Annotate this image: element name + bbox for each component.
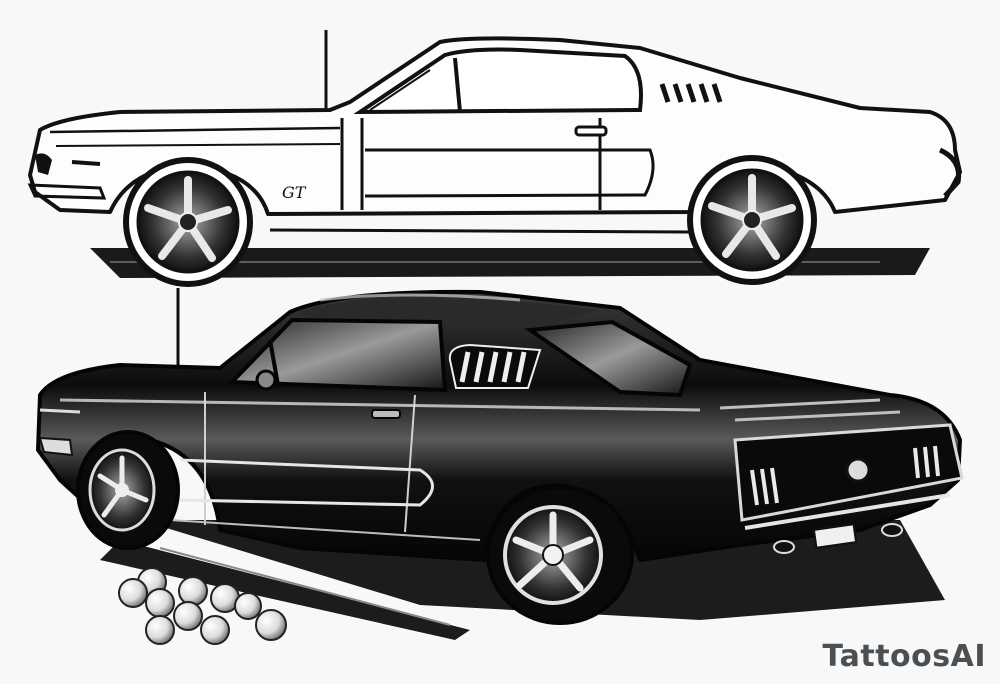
watermark-text: TattoosAI <box>822 639 986 674</box>
top-car-badge: GT <box>282 183 307 202</box>
bottom-car-rear-wheel <box>486 485 634 625</box>
top-car-front-wheel <box>123 157 253 287</box>
bottom-car-license-plate <box>812 523 858 549</box>
bottom-car-rear-window <box>524 319 693 398</box>
bottom-car-side-vent <box>448 343 542 389</box>
bottom-car-door-handle <box>371 409 401 419</box>
bottom-car-taillights <box>750 445 940 506</box>
ball <box>173 601 203 631</box>
bottom-car-mirror <box>255 369 277 391</box>
ball <box>145 588 175 618</box>
bottom-car <box>36 288 964 640</box>
top-car: GT <box>27 30 962 287</box>
ball <box>255 609 287 641</box>
bottom-car-trunk-stripes <box>719 398 901 422</box>
bottom-car-front-wheel <box>76 430 180 550</box>
top-car-side-vent <box>659 83 723 103</box>
top-car-window <box>353 47 643 115</box>
top-car-rear-wheel <box>687 155 817 285</box>
ball <box>234 592 262 620</box>
ball <box>178 576 208 606</box>
ball <box>200 615 230 645</box>
bottom-car-gas-cap <box>845 457 871 483</box>
ball <box>145 615 175 645</box>
top-car-door-handle <box>574 125 608 137</box>
ball <box>118 578 148 608</box>
ball-cluster <box>118 567 287 645</box>
